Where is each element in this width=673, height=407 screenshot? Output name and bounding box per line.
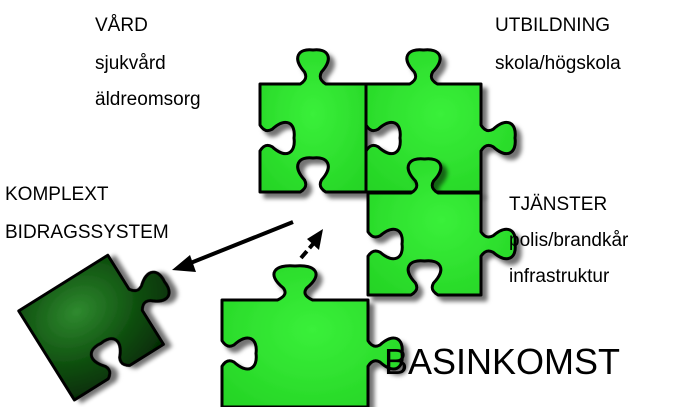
vard-line2: äldreomsorg [95,89,201,110]
label-vard: VÅRD sjukvård äldreomsorg [95,12,201,114]
utbildning-title: UTBILDNING [495,15,611,36]
label-utbildning: UTBILDNING skola/högskola [495,12,621,78]
komplext-line1: BIDRAGSSYSTEM [5,222,169,243]
puzzle-piece-bidragssystem [17,253,171,402]
puzzle-piece-utbildning [364,48,517,194]
arrow-up-from-basinkomst [299,229,323,260]
label-komplext: KOMPLEXT BIDRAGSSYSTEM [5,181,169,247]
vard-title: VÅRD [95,15,148,36]
puzzle-piece-tjanster [366,157,517,297]
label-basinkomst: BASINKOMST [384,341,621,382]
tjanster-line1: polis/brandkår [509,230,629,251]
komplext-title: KOMPLEXT [5,184,109,205]
utbildning-line1: skola/högskola [495,53,621,74]
puzzle-piece-vard [258,48,368,194]
label-tjanster: TJÄNSTER polis/brandkår infrastruktur [509,191,628,291]
tjanster-line2: infrastruktur [509,266,610,287]
tjanster-title: TJÄNSTER [509,194,608,215]
puzzle-piece-basinkomst [220,264,404,407]
arrow-to-bidragssystem [172,220,294,272]
vard-line1: sjukvård [95,53,166,74]
